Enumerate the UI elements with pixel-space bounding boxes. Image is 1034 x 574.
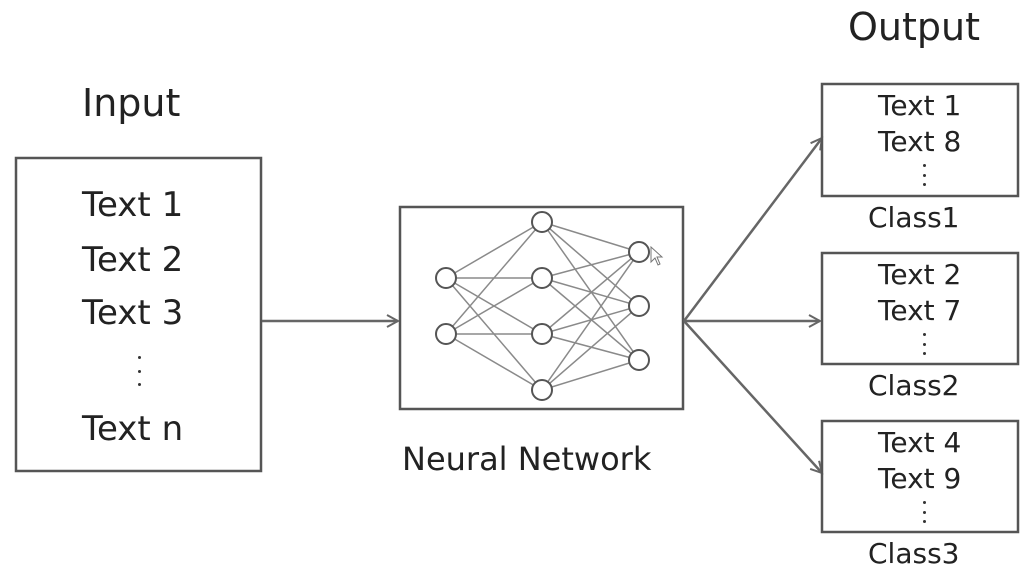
network-node-layer-2 — [531, 211, 553, 233]
output-item: Text 1 — [878, 89, 962, 122]
network-connection — [445, 221, 543, 279]
network-node-layer-3 — [628, 349, 650, 371]
network-connection — [541, 221, 640, 253]
output-box-class2 — [820, 251, 1020, 366]
class-label: Class2 — [868, 369, 960, 402]
output-item: Text 2 — [878, 258, 962, 291]
output-box-class3 — [820, 419, 1020, 534]
network-connection — [541, 251, 640, 279]
input-item: Text n — [82, 409, 184, 449]
network-connection — [541, 305, 640, 391]
network-node-layer-2 — [531, 379, 553, 401]
mouse-cursor-icon — [650, 245, 664, 266]
network-connection — [445, 333, 543, 391]
network-connection — [541, 277, 640, 307]
network-node-layer-3 — [628, 295, 650, 317]
output-item: Text 9 — [878, 462, 962, 495]
network-node-layer-2 — [531, 267, 553, 289]
input-item: Text 2 — [82, 240, 184, 280]
network-node-layer-1 — [435, 323, 457, 345]
output-ellipsis-icon — [922, 164, 927, 186]
network-connection — [541, 251, 640, 335]
output-ellipsis-icon — [922, 333, 927, 355]
network-connection — [445, 221, 543, 335]
network-node-layer-3 — [628, 241, 650, 263]
input-item: Text 3 — [82, 293, 184, 333]
network-connection — [541, 277, 640, 361]
input-item: Text 1 — [82, 185, 184, 225]
network-connection — [541, 333, 640, 361]
network-node-layer-2 — [531, 323, 553, 345]
network-to-class3-arrow — [683, 320, 822, 473]
network-box — [398, 205, 685, 411]
output-ellipsis-icon — [922, 501, 927, 523]
input-box — [14, 156, 263, 473]
network-connection — [541, 251, 640, 391]
network-connection — [445, 277, 543, 335]
network-connection — [541, 221, 640, 307]
output-item: Text 7 — [878, 294, 962, 327]
network-connections — [445, 221, 640, 391]
network-node-layer-1 — [435, 267, 457, 289]
network-to-class1-arrow — [683, 138, 822, 322]
network-label: Neural Network — [402, 440, 652, 478]
network-nodes — [435, 211, 650, 401]
output-item: Text 8 — [878, 125, 962, 158]
input-title: Input — [82, 81, 181, 125]
class-label: Class1 — [868, 201, 960, 234]
output-item: Text 4 — [878, 426, 962, 459]
output-title: Output — [848, 5, 980, 49]
network-connection — [541, 359, 640, 391]
output-box-class1 — [820, 82, 1020, 198]
class-label: Class3 — [868, 537, 960, 570]
network-connection — [541, 221, 640, 361]
input-ellipsis-icon — [136, 356, 142, 386]
